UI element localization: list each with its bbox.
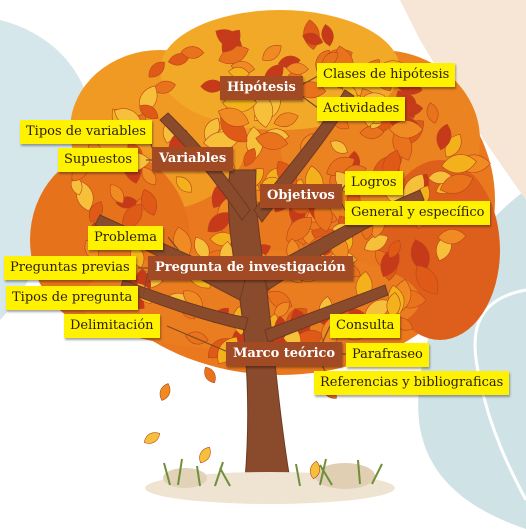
category-variables[interactable]: Variables — [152, 147, 234, 171]
leaf-icon — [255, 132, 289, 150]
category-objetivos[interactable]: Objetivos — [260, 184, 342, 208]
category-pregunta-investigacion[interactable]: Pregunta de investigación — [148, 256, 353, 280]
leaf-icon — [330, 140, 348, 154]
leaf-icon — [148, 61, 165, 78]
leaf-icon — [309, 460, 321, 480]
leaf-icon — [388, 120, 424, 139]
falling-leaves — [143, 366, 337, 480]
leaf-icon — [199, 446, 211, 464]
leaf-icon — [262, 45, 282, 61]
leaf-icon — [364, 234, 389, 252]
category-hipotesis[interactable]: Hipótesis — [220, 76, 303, 100]
leaf-icon — [141, 189, 157, 216]
leaf-icon — [321, 24, 334, 47]
leaf-icon — [109, 184, 125, 204]
leaf-icon — [302, 32, 324, 46]
item-general-especifico[interactable]: General y específico — [345, 201, 491, 225]
item-preguntas-previas[interactable]: Preguntas previas — [4, 256, 136, 280]
leaf-icon — [141, 167, 157, 186]
category-marco-teorico[interactable]: Marco teórico — [226, 342, 343, 366]
leaf-icon — [273, 112, 299, 128]
item-tipos-pregunta[interactable]: Tipos de pregunta — [6, 286, 139, 310]
item-clases-hipotesis[interactable]: Clases de hipótesis — [317, 63, 456, 87]
leaf-icon — [217, 107, 250, 127]
leaf-icon — [441, 154, 477, 174]
leaf-icon — [243, 147, 256, 167]
leaf-icon — [415, 265, 439, 295]
item-consulta[interactable]: Consulta — [330, 314, 401, 338]
item-problema[interactable]: Problema — [88, 226, 164, 250]
leaf-icon — [140, 104, 159, 120]
item-tipos-variables[interactable]: Tipos de variables — [20, 120, 152, 144]
leaf-icon — [388, 239, 401, 259]
item-supuestos[interactable]: Supuestos — [58, 148, 139, 172]
item-logros[interactable]: Logros — [345, 171, 403, 195]
leaf-icon — [175, 176, 192, 193]
leaf-icon — [285, 62, 309, 75]
leaf-icon — [437, 229, 467, 245]
leaf-icon — [152, 80, 176, 94]
leaf-icon — [436, 123, 452, 151]
item-actividades[interactable]: Actividades — [317, 97, 406, 121]
leaf-icon — [204, 366, 216, 384]
leaf-icon — [200, 79, 225, 93]
item-delimitacion[interactable]: Delimitación — [64, 314, 160, 338]
item-referencias[interactable]: Referencias y bibliograficas — [314, 371, 510, 395]
leaf-icon — [286, 217, 312, 242]
leaf-icon — [180, 46, 205, 59]
leaf-icon — [426, 102, 439, 124]
background-blue-wash — [0, 20, 93, 320]
leaf-icon — [439, 174, 474, 194]
leaf-icon — [221, 29, 241, 53]
grass-icon — [163, 458, 383, 487]
item-parafraseo[interactable]: Parafraseo — [346, 343, 429, 367]
leaf-icon — [159, 383, 171, 401]
leaf-icon — [143, 432, 161, 444]
